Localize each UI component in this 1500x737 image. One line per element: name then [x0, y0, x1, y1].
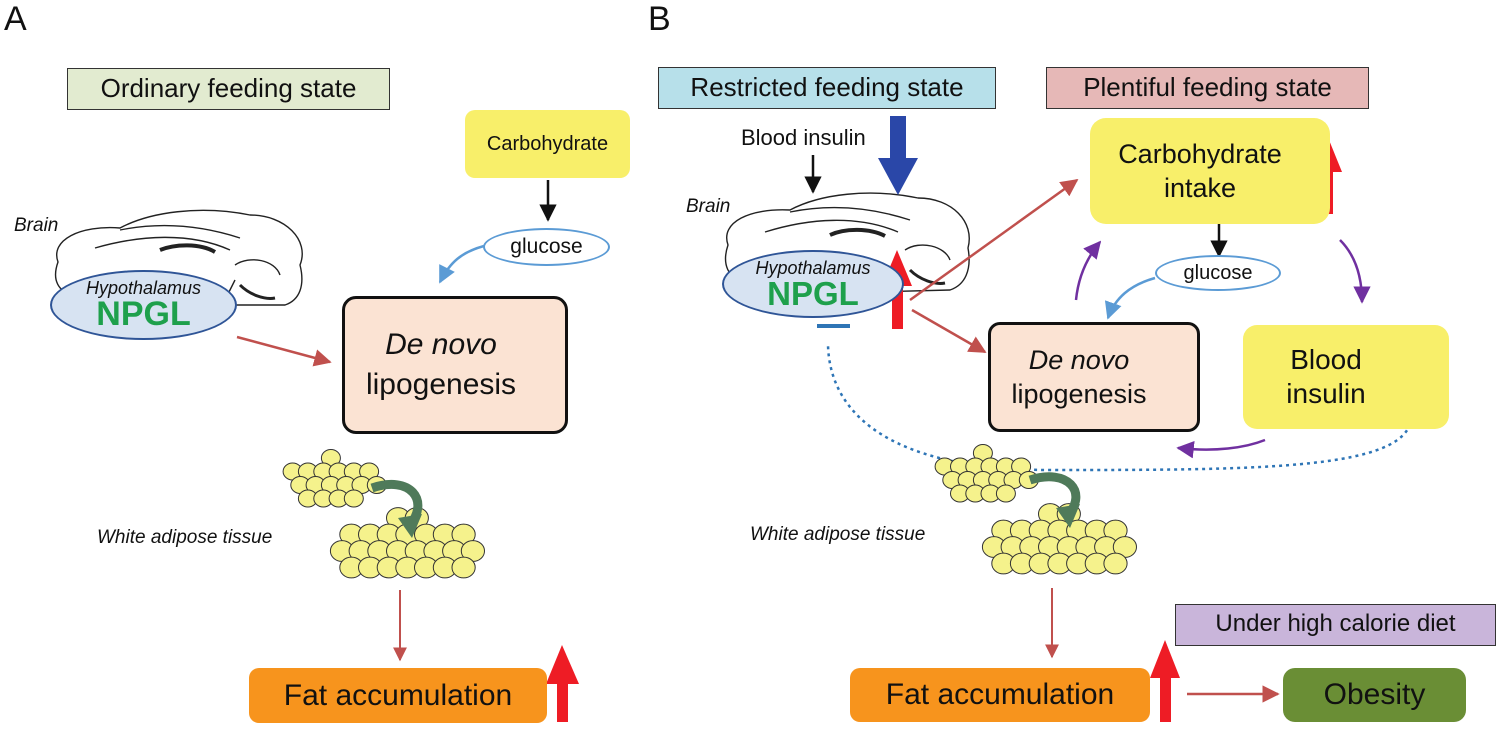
high-calorie-diet-label: Under high calorie diet — [1175, 604, 1496, 646]
fat-accumulation-box-b: Fat accumulation — [850, 668, 1150, 722]
brain-label-a: Brain — [14, 215, 59, 236]
arrow-npgl-to-lipogenesis-a — [236, 335, 332, 367]
fat-accumulation-label-b: Fat accumulation — [885, 678, 1115, 711]
carb-intake-line2: intake — [1163, 173, 1237, 203]
down-arrow-blood-insulin — [878, 116, 918, 195]
white-adipose-label-b: White adipose tissue — [750, 524, 926, 545]
adipose-cluster-b-small — [934, 444, 1039, 503]
hypothalamus-label-a: Hypothalamus — [85, 278, 202, 298]
arrow-npgl-to-lipogenesis-b — [911, 308, 987, 354]
lipogenesis-box-a: De novo lipogenesis — [342, 296, 568, 434]
arrow-npgl-to-carb-intake — [909, 178, 1079, 302]
adipose-cell — [343, 489, 364, 508]
restricted-feeding-state-label: Restricted feeding state — [658, 67, 996, 109]
adipose-cluster-b-large — [981, 503, 1138, 575]
lipogenesis-label-b: lipogenesis — [1011, 379, 1147, 409]
de-novo-label-b: De novo — [1028, 345, 1130, 375]
fat-accumulation-box-a: Fat accumulation — [249, 668, 547, 723]
lipogenesis-label-a: lipogenesis — [365, 368, 517, 401]
blood-insulin-input-label: Blood insulin — [741, 125, 866, 150]
adipose-cell — [995, 484, 1016, 503]
de-novo-label-a: De novo — [385, 328, 497, 361]
up-arrow-fat-a — [546, 645, 579, 722]
glucose-node-a: glucose — [483, 228, 610, 266]
white-adipose-label-a: White adipose tissue — [97, 527, 273, 548]
carbohydrate-label: Carbohydrate — [486, 132, 609, 155]
dotted-inhibition-line — [826, 344, 1412, 472]
blood-insulin-line2: insulin — [1286, 378, 1366, 409]
obesity-label: Obesity — [1323, 678, 1426, 711]
plentiful-feeding-state-label: Plentiful feeding state — [1046, 67, 1369, 109]
glucose-label-b: glucose — [1183, 261, 1253, 284]
arrow-glucose-to-lipogenesis-a — [438, 244, 485, 284]
carbohydrate-box: Carbohydrate — [465, 110, 630, 178]
glucose-label-a: glucose — [510, 235, 583, 258]
blood-insulin-line1: Blood — [1290, 344, 1362, 375]
ordinary-feeding-state-label: Ordinary feeding state — [67, 68, 390, 110]
npgl-label-a: NPGL — [96, 295, 191, 333]
npgl-label-b: NPGL — [767, 274, 859, 312]
lipogenesis-box-b: De novo lipogenesis — [988, 322, 1200, 432]
arrow-purple-carb-to-insulin — [1339, 239, 1371, 304]
arrow-purple-lipogenesis-to-carb — [1074, 240, 1102, 301]
adipose-cell — [1103, 552, 1128, 575]
glucose-node-b: glucose — [1155, 255, 1281, 291]
adipose-cluster-a-large — [329, 507, 485, 579]
fat-accumulation-label-a: Fat accumulation — [283, 678, 513, 712]
hypothalamus-node-a: Hypothalamus NPGL — [50, 270, 237, 340]
carb-intake-line1: Carbohydrate — [1118, 139, 1282, 169]
brain-label-b: Brain — [686, 196, 731, 217]
panel-letter-a: A — [4, 0, 27, 38]
panel-letter-b: B — [648, 0, 671, 38]
hypothalamus-label-b: Hypothalamus — [755, 257, 871, 278]
adipose-cluster-a-small — [282, 449, 387, 508]
hypothalamus-node-b: Hypothalamus NPGL — [722, 250, 904, 318]
adipose-cell — [451, 556, 476, 579]
arrow-purple-insulin-to-lipogenesis — [1176, 438, 1266, 459]
up-arrow-fat-b — [1150, 640, 1180, 722]
arrow-glucose-to-lipogenesis-b — [1104, 276, 1156, 320]
blood-insulin-box: Blood insulin — [1243, 325, 1449, 429]
obesity-box: Obesity — [1283, 668, 1466, 722]
carbohydrate-intake-box: Carbohydrate intake — [1090, 118, 1330, 224]
